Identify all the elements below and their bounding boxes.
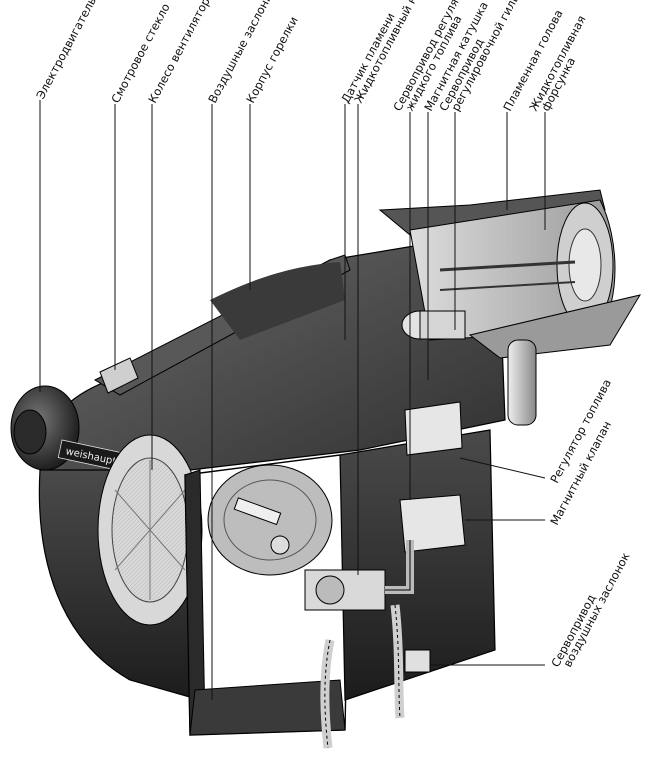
label-air-damper-servo-2: воздушных заслонок <box>560 550 632 669</box>
oil-pump-shape <box>304 540 414 611</box>
air-damper-servo-shape <box>404 649 431 673</box>
fuel-hose-left <box>320 639 335 749</box>
solenoid-valve-shape <box>399 494 466 553</box>
burner-illustration: weishaupt <box>10 189 642 749</box>
fan-wheel-shape <box>97 434 203 626</box>
sight-glass-shape <box>99 357 139 394</box>
servo-cylinder-shape <box>507 339 537 426</box>
leader-lines <box>39 100 546 700</box>
fuel-regulator-shape <box>404 401 463 456</box>
label-electric-motor: Электродвигатель <box>33 0 99 101</box>
air-damper-shape <box>207 464 333 576</box>
